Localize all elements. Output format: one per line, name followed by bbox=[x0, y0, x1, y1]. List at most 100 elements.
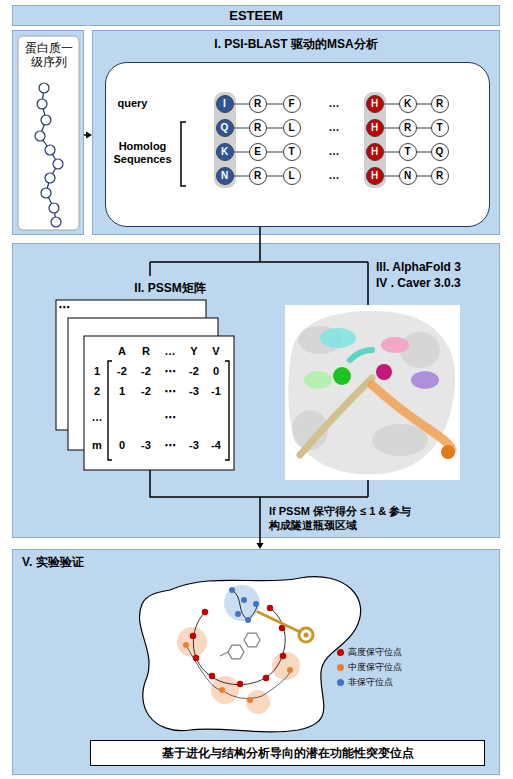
step-heading: II. PSSM矩阵 bbox=[115, 281, 225, 295]
chain-residues bbox=[35, 83, 63, 227]
connector-line bbox=[259, 227, 261, 243]
sequence-line bbox=[225, 127, 292, 128]
residue-circle: K bbox=[399, 95, 417, 113]
chain-residue bbox=[45, 145, 55, 155]
residue-letter: R bbox=[436, 171, 443, 181]
row-label: query bbox=[118, 97, 178, 110]
legend-text: 中度保守位点 bbox=[348, 661, 402, 673]
residue-letter: K bbox=[221, 147, 228, 157]
ligand bbox=[258, 612, 313, 642]
matrix-header: R bbox=[142, 345, 150, 358]
backbone-loop bbox=[193, 608, 285, 685]
panel-heading: I. PSI-BLAST 驱动的MSA分析 bbox=[92, 37, 500, 51]
residue-circle: H bbox=[366, 119, 384, 137]
matrix-bracket bbox=[108, 361, 112, 460]
matrix-card bbox=[84, 336, 234, 470]
condition-label: If PSSM 保守得分 ≤ 1 & 参与构成隧道瓶颈区域 bbox=[268, 503, 420, 534]
row-label: Homolog Sequences bbox=[108, 140, 178, 166]
matrix-cell: -1 bbox=[211, 385, 221, 398]
sequence-line bbox=[375, 151, 440, 152]
residue-circle: L bbox=[283, 119, 301, 137]
residue-circle: H bbox=[366, 95, 384, 113]
title-bar: ESTEEM bbox=[12, 5, 500, 26]
site-dot bbox=[245, 617, 251, 623]
chain-residue bbox=[35, 131, 45, 141]
chain-residue bbox=[49, 203, 59, 213]
site-dot bbox=[229, 587, 235, 593]
residue-letter: K bbox=[404, 99, 411, 109]
site-dot bbox=[190, 633, 196, 639]
gap-ellipsis: … bbox=[329, 121, 340, 134]
ligand-stick bbox=[258, 612, 300, 632]
matrix-header: V bbox=[212, 345, 219, 358]
legend-swatch bbox=[337, 664, 344, 671]
residue-letter: E bbox=[254, 147, 261, 157]
chain-residue bbox=[45, 173, 55, 183]
matrix-row-label: … bbox=[92, 411, 103, 424]
ligand-core bbox=[304, 633, 309, 638]
medium-sites bbox=[183, 642, 293, 703]
residue-letter: L bbox=[288, 171, 294, 181]
step-heading: III. AlphaFold 3 bbox=[376, 260, 461, 274]
residue-circle: R bbox=[431, 167, 449, 185]
residue-circle: T bbox=[399, 143, 417, 161]
site-dot bbox=[280, 653, 286, 659]
sequence-lines bbox=[225, 104, 440, 176]
matrix-cell: -2 bbox=[117, 365, 127, 378]
site-dot bbox=[247, 697, 253, 703]
legend-swatch bbox=[337, 649, 344, 656]
residue-letter: R bbox=[254, 99, 261, 109]
step-heading: IV . Caver 3.0.3 bbox=[376, 276, 461, 290]
legend-text: 高度保守位点 bbox=[348, 646, 402, 658]
matrix-cell: -3 bbox=[189, 385, 199, 398]
backbone-loop bbox=[232, 590, 257, 620]
connector-line bbox=[259, 538, 261, 544]
residue-letter: L bbox=[288, 123, 294, 133]
split-lines bbox=[150, 243, 368, 305]
sequence-line bbox=[375, 103, 440, 104]
analysis-panel: II. PSSM矩阵 III. AlphaFold 3 IV . Caver 3.0… bbox=[12, 243, 500, 538]
validation-protein bbox=[140, 577, 361, 732]
sequence-line bbox=[225, 151, 292, 152]
gap-ellipsis: … bbox=[329, 97, 340, 110]
site-glow bbox=[211, 676, 239, 704]
conserved-band bbox=[214, 92, 236, 188]
tunnel bbox=[333, 367, 351, 385]
residue-letter: R bbox=[436, 99, 443, 109]
site-glow bbox=[224, 585, 260, 621]
msa-panel: I. PSI-BLAST 驱动的MSA分析 queryHomolog Sequen… bbox=[92, 30, 500, 235]
legend-swatch bbox=[337, 679, 344, 686]
residue-circle: H bbox=[366, 143, 384, 161]
arrowhead bbox=[257, 543, 264, 549]
ligand-ring bbox=[299, 628, 313, 642]
residue-letter: R bbox=[254, 171, 261, 181]
tunnel bbox=[381, 337, 409, 353]
matrix-row-label: m bbox=[92, 439, 102, 452]
conserved-band bbox=[364, 92, 386, 188]
conserved-sites bbox=[190, 605, 286, 687]
residue-circle: Q bbox=[216, 119, 234, 137]
matrix-cell: -3 bbox=[141, 439, 151, 452]
variable-sites bbox=[229, 587, 259, 623]
residue-letter: H bbox=[371, 147, 378, 157]
sequence-line bbox=[225, 175, 292, 176]
site-dot bbox=[235, 611, 241, 617]
residue-circle: I bbox=[216, 95, 234, 113]
validation-panel: V. 实验验证基于进化与结构分析导向的潜在功能性突变位点 bbox=[12, 549, 500, 775]
residue-letter: N bbox=[221, 171, 228, 181]
residue-circle: K bbox=[216, 143, 234, 161]
residue-circle: L bbox=[283, 167, 301, 185]
caption-text: 基于进化与结构分析导向的潜在功能性突变位点 bbox=[91, 746, 484, 760]
stack-ellipsis: ⋯ bbox=[59, 301, 70, 314]
ring bbox=[228, 645, 244, 659]
residue-letter: Q bbox=[436, 147, 444, 157]
residue-circle: R bbox=[399, 119, 417, 137]
caption-box: 基于进化与结构分析导向的潜在功能性突变位点 bbox=[90, 740, 485, 766]
site-dot bbox=[287, 667, 293, 673]
residue-circle: R bbox=[249, 167, 267, 185]
residue-letter: H bbox=[371, 123, 378, 133]
matrix-cell: -4 bbox=[211, 439, 221, 452]
tunnel bbox=[304, 371, 332, 389]
